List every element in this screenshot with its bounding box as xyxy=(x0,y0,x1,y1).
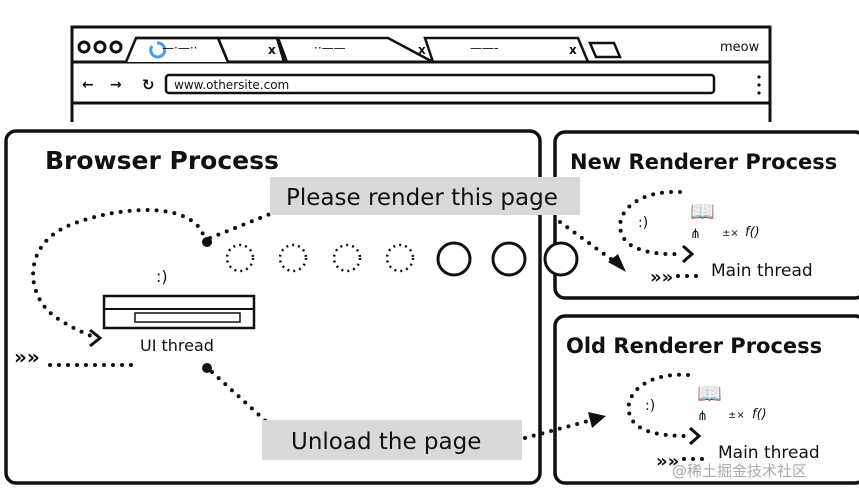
tab-3-close-icon[interactable]: x xyxy=(569,43,577,57)
old-renderer-title: Old Renderer Process xyxy=(566,334,822,358)
unload-message-text: Unload the page xyxy=(291,429,481,455)
function-icon: f() xyxy=(745,225,760,240)
tab-3-label: ——- xyxy=(470,41,498,55)
new-tab-button[interactable] xyxy=(588,41,622,59)
render-message-text: Please render this page xyxy=(286,185,558,211)
message-queue xyxy=(225,241,579,277)
smiley-icon: :) xyxy=(156,267,168,286)
old-renderer-main-thread-figure: :) 📖 ⋔ ±× f() »» Main thread xyxy=(626,372,820,472)
new-renderer-main-thread-figure: :) 📖 ⋔ ±× f() »» Main thread xyxy=(618,189,813,288)
tab-1-label: —·—·· xyxy=(162,41,197,55)
render-message-label xyxy=(270,177,580,215)
window-controls-icon[interactable] xyxy=(77,40,123,54)
kebab-menu-icon[interactable] xyxy=(757,75,761,95)
browser-window: —·—·· ··—— ——- x x x meow ← → ↻ www.othe… xyxy=(70,25,772,122)
arrowhead-icon xyxy=(588,412,606,428)
url-text: www.othersite.com xyxy=(174,78,289,92)
watermark: @稀土掘金技术社区 xyxy=(672,462,807,480)
mini-browser-icon xyxy=(102,294,256,330)
books-icon: 📖 xyxy=(697,381,722,405)
ui-thread-label: UI thread xyxy=(140,336,214,355)
ui-thread-figure: :) UI thread »» xyxy=(14,208,256,369)
spinner-icon xyxy=(149,41,167,59)
browser-process-box xyxy=(4,129,542,485)
chevrons-icon: »» xyxy=(650,267,673,288)
smiley-icon: :) xyxy=(638,215,648,231)
new-renderer-thread-label: Main thread xyxy=(711,261,813,281)
back-arrow-icon[interactable]: ← xyxy=(82,77,94,93)
smiley-icon: :) xyxy=(645,398,655,414)
chevrons-icon: »» xyxy=(14,345,40,369)
math-icon: ±× xyxy=(728,410,745,421)
old-renderer-process-box xyxy=(553,314,859,485)
chevrons-icon: »» xyxy=(656,451,679,472)
browser-process-title: Browser Process xyxy=(45,146,279,175)
tab-2-label: ··—— xyxy=(314,41,346,55)
address-bar[interactable] xyxy=(164,73,716,95)
tree-icon: ⋔ xyxy=(697,409,708,424)
unload-message-label xyxy=(262,420,522,460)
tab-3[interactable] xyxy=(423,36,590,63)
tab-2[interactable] xyxy=(275,36,434,64)
forward-arrow-icon[interactable]: → xyxy=(110,77,122,93)
profile-label: meow xyxy=(720,40,760,55)
arrowhead-icon xyxy=(608,254,626,272)
tree-icon: ⋔ xyxy=(690,227,701,242)
tab-1-close-icon[interactable]: x xyxy=(268,43,276,57)
tab-2-close-icon[interactable]: x xyxy=(418,43,426,57)
books-icon: 📖 xyxy=(690,199,715,223)
math-icon: ±× xyxy=(722,228,739,239)
reload-icon[interactable]: ↻ xyxy=(142,76,155,94)
old-renderer-thread-label: Main thread xyxy=(718,443,820,463)
new-renderer-title: New Renderer Process xyxy=(570,150,837,174)
function-icon: f() xyxy=(752,407,767,422)
